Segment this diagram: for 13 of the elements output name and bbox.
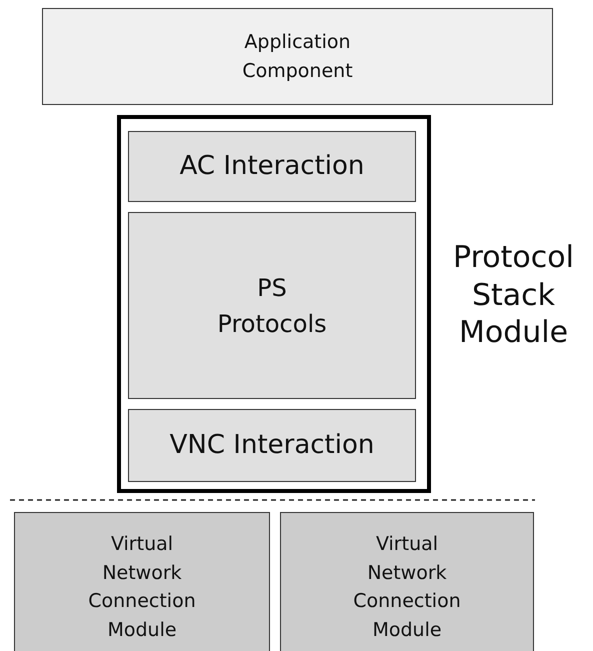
module-heading: Protocol Stack Module (452, 239, 575, 352)
box-label: PS Protocols (216, 272, 328, 340)
module-box (14, 512, 270, 651)
box-label: VNC Interaction (170, 429, 374, 462)
box-label: Virtual Network Connection Module (352, 532, 462, 642)
box-label: Virtual Network Connection Module (87, 532, 197, 642)
box-label: AC Interaction (180, 150, 364, 183)
layer-box (128, 212, 416, 399)
layer-box (128, 409, 416, 482)
module-box (280, 512, 534, 651)
box-label: Application Component (241, 30, 354, 84)
component-box (42, 8, 553, 105)
layer-box (128, 131, 416, 202)
